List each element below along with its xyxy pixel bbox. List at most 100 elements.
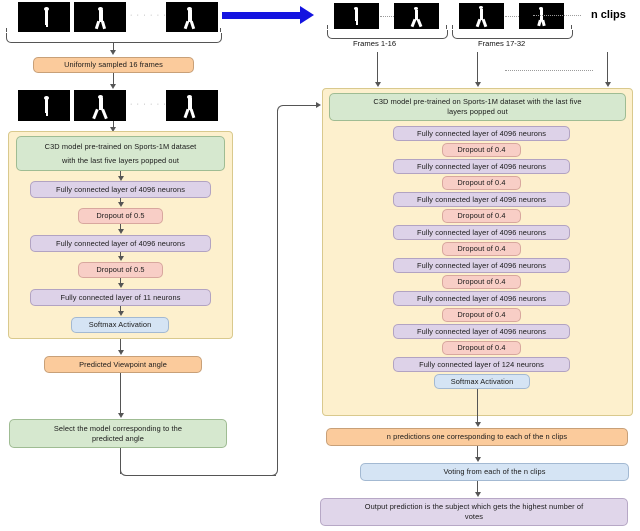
bracket-tick-right: [571, 25, 572, 29]
right-softmax-box: Softmax Activation: [434, 374, 530, 389]
routed-connector-seg: [285, 105, 318, 106]
bracket-tick-right: [220, 28, 221, 32]
select-model-box: Select the model corresponding to the pr…: [9, 419, 227, 448]
connector: [477, 446, 478, 460]
routed-connector-seg: [128, 475, 276, 476]
right-c3d-backbone-box: C3D model pre-trained on Sports-1M datas…: [329, 93, 626, 121]
input-frame-3: [166, 2, 218, 32]
left-softmax-box: Softmax Activation: [71, 317, 169, 333]
clip2-bracket: [452, 30, 573, 39]
clip2-frame-1: [459, 3, 504, 29]
select-model-line2: predicted angle: [91, 433, 145, 443]
clip2-frame-2: [519, 3, 564, 29]
clip1-frame-1: [334, 3, 379, 29]
connector: [113, 73, 114, 86]
bracket-tick-left: [6, 28, 7, 32]
left-c3d-line2: with the last five layers popped out: [62, 155, 179, 165]
arrow-head: [474, 457, 481, 462]
routed-connector-seg: [120, 448, 121, 474]
arrow-head: [110, 127, 116, 132]
left-dropout-1: Dropout of 0.5: [78, 208, 163, 224]
arrow-head: [110, 84, 116, 89]
arrow-head: [117, 176, 124, 181]
arrow-head: [374, 82, 381, 87]
arrow-head: [117, 256, 124, 261]
n-predictions-box: n predictions one corresponding to each …: [326, 428, 628, 446]
right-dropout-7: Dropout of 0.4: [442, 341, 521, 355]
bracket-tick-right: [446, 25, 447, 29]
arrow-head: [110, 50, 116, 55]
sampled-frame-2: [74, 90, 126, 121]
left-c3d-backbone-box: C3D model pre-trained on Sports-1M datas…: [16, 136, 225, 171]
right-dropout-5: Dropout of 0.4: [442, 275, 521, 289]
output-line2: votes: [464, 512, 484, 521]
right-fc-layer-1: Fully connected layer of 4096 neurons: [393, 126, 570, 141]
right-dropout-6: Dropout of 0.4: [442, 308, 521, 322]
connector: [120, 306, 121, 313]
right-dropout-1: Dropout of 0.4: [442, 143, 521, 157]
bracket-tick-left: [452, 25, 453, 29]
right-dropout-3: Dropout of 0.4: [442, 209, 521, 223]
right-dropout-2: Dropout of 0.4: [442, 176, 521, 190]
clips-ellipsis: [533, 15, 581, 16]
connector: [120, 339, 121, 352]
connector: [120, 224, 121, 231]
predicted-viewpoint-box: Predicted Viewpoint angle: [44, 356, 202, 373]
connector: [120, 171, 121, 179]
routed-connector-seg: [277, 111, 278, 469]
connector: [477, 52, 478, 85]
arrow-head: [316, 102, 321, 108]
connector: [120, 373, 121, 415]
clip2-frames-ellipsis: [505, 16, 519, 17]
arrow-head: [604, 82, 611, 87]
connector: [607, 52, 608, 85]
connector: [120, 252, 121, 258]
output-prediction-box: Output prediction is the subject which g…: [320, 498, 628, 526]
arrow-head: [474, 492, 481, 497]
right-fc-layer-7: Fully connected layer of 4096 neurons: [393, 324, 570, 339]
input-frames-ellipsis: · · · · · · ·: [130, 12, 174, 19]
n-clips-label: n clips: [591, 9, 626, 21]
arrow-head: [117, 229, 124, 234]
bracket-tick-left: [327, 25, 328, 29]
voting-box: Voting from each of the n clips: [360, 463, 629, 481]
routed-connector-corner-bl: [120, 468, 128, 476]
connector: [113, 121, 114, 130]
clip1-label: Frames 1-16: [353, 39, 397, 48]
connector: [120, 278, 121, 285]
connector: [113, 42, 114, 52]
connector: [477, 389, 478, 425]
right-dropout-4: Dropout of 0.4: [442, 242, 521, 256]
right-c3d-line1: C3D model pre-trained on Sports-1M datas…: [373, 97, 582, 107]
input-frame-2: [74, 2, 126, 32]
right-c3d-line2: layers popped out: [447, 107, 508, 116]
sampled-frames-ellipsis: · · · · · · ·: [130, 101, 174, 108]
sampled-frame-1: [18, 90, 70, 121]
clip1-frame-2: [394, 3, 439, 29]
routed-connector-corner-tl: [277, 105, 285, 113]
arrow-head: [117, 311, 124, 316]
connector: [120, 198, 121, 204]
left-fc-layer-2: Fully connected layer of 4096 neurons: [30, 235, 211, 252]
left-c3d-line1: C3D model pre-trained on Sports-1M datas…: [44, 141, 197, 151]
input-frames-bracket: [6, 33, 222, 43]
right-fc-layer-3: Fully connected layer of 4096 neurons: [393, 192, 570, 207]
connector: [377, 52, 378, 85]
input-frame-1: [18, 2, 70, 32]
right-fc-layer-4: Fully connected layer of 4096 neurons: [393, 225, 570, 240]
clip2-label: Frames 17-32: [478, 39, 526, 48]
arrow-head: [474, 422, 481, 427]
arrow-head: [117, 283, 124, 288]
right-fc-layer-2: Fully connected layer of 4096 neurons: [393, 159, 570, 174]
arrow-head: [117, 350, 124, 355]
left-fc-layer-1: Fully connected layer of 4096 neurons: [30, 181, 211, 198]
output-line1: Output prediction is the subject which g…: [364, 502, 584, 512]
right-fc-layer-5: Fully connected layer of 4096 neurons: [393, 258, 570, 273]
routed-connector-corner-br: [270, 468, 278, 476]
clip-branches-ellipsis: [505, 70, 593, 71]
clip1-bracket: [327, 30, 448, 39]
connector: [477, 481, 478, 495]
right-fc-layer-output: Fully connected layer of 124 neurons: [393, 357, 570, 372]
arrow-head: [474, 82, 481, 87]
